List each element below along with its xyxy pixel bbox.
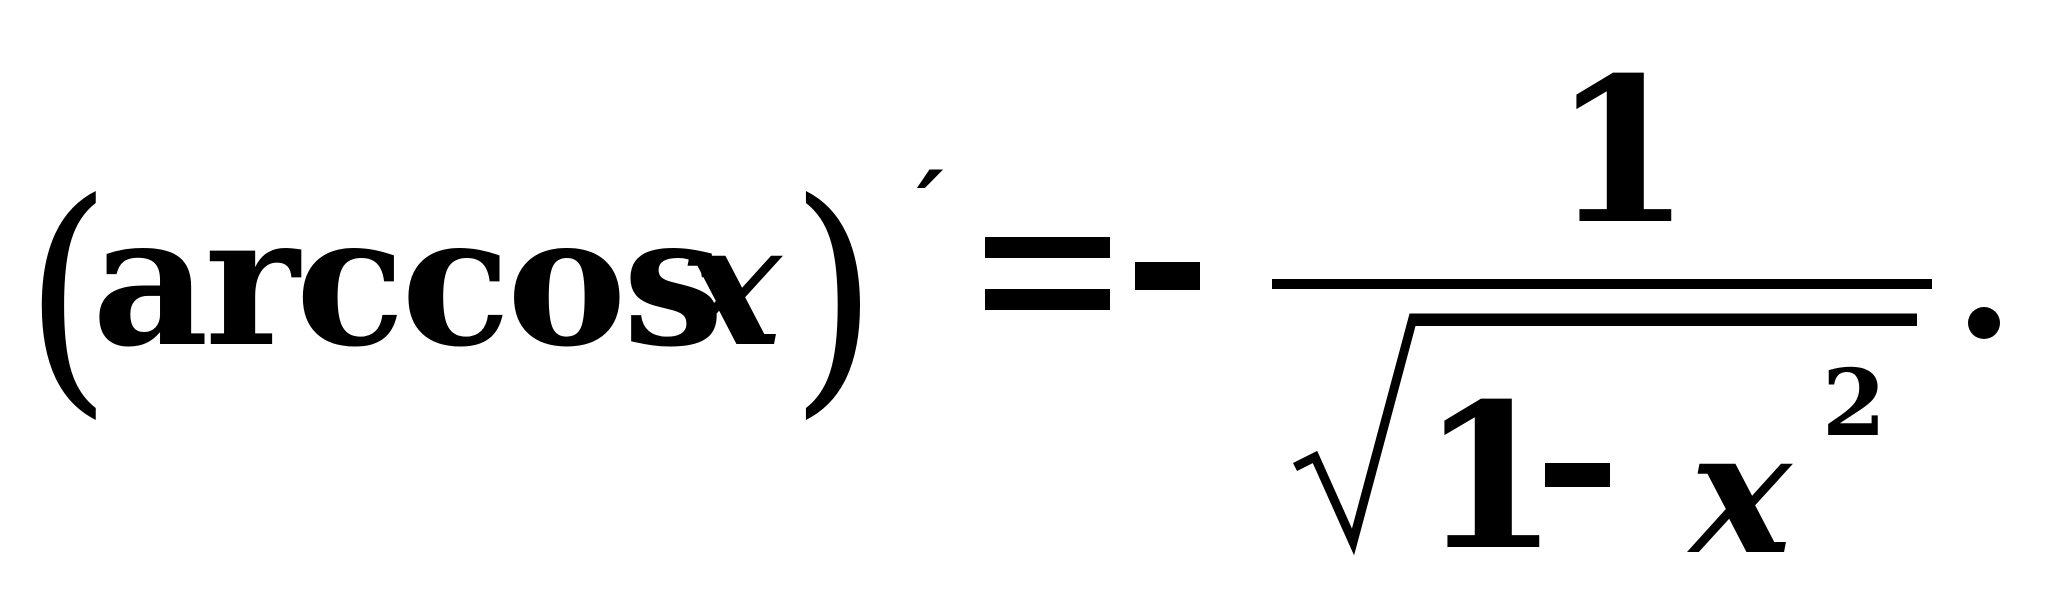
numerator: 1 [1552,34,1692,269]
period-dot [1968,307,2000,339]
derivative-prime: ´ [900,156,950,274]
left-parenthesis: ( [24,149,112,440]
arccos-function: arccos [92,176,724,387]
radicand-one: 1 [1420,360,1560,595]
minus-sign [1135,262,1200,290]
equals-top-bar [985,237,1110,258]
right-parenthesis: ) [790,149,878,440]
radicand-variable-x: x [1690,393,1792,593]
variable-x: x [680,185,782,385]
fraction-bar [1272,279,1932,289]
radicand-minus [1545,463,1610,487]
square-root-sign [1292,313,1917,556]
equals-bottom-bar [985,289,1110,310]
exponent-two: 2 [1822,349,1887,457]
